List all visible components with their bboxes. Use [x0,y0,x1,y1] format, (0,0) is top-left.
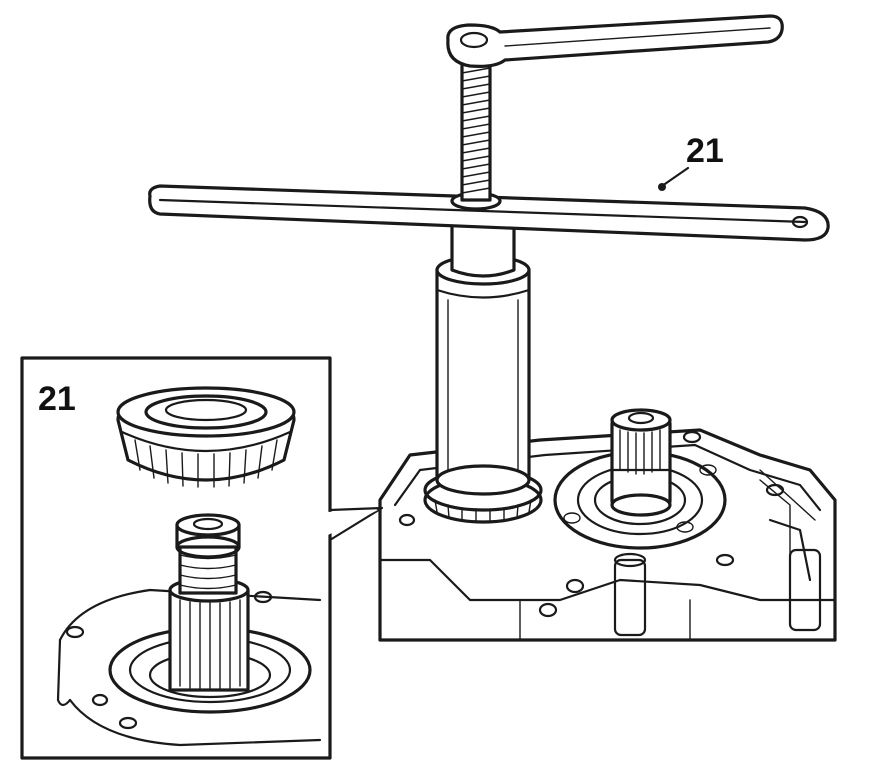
callout-label-main: 21 [686,132,724,170]
puller-tool-21 [148,14,830,496]
output-shaft-assembly [553,408,727,550]
callout-label-inset: 21 [38,380,76,418]
inset-detail [20,356,384,760]
tapered-roller-bearing-inset [116,386,296,488]
callout-leader [658,166,690,191]
